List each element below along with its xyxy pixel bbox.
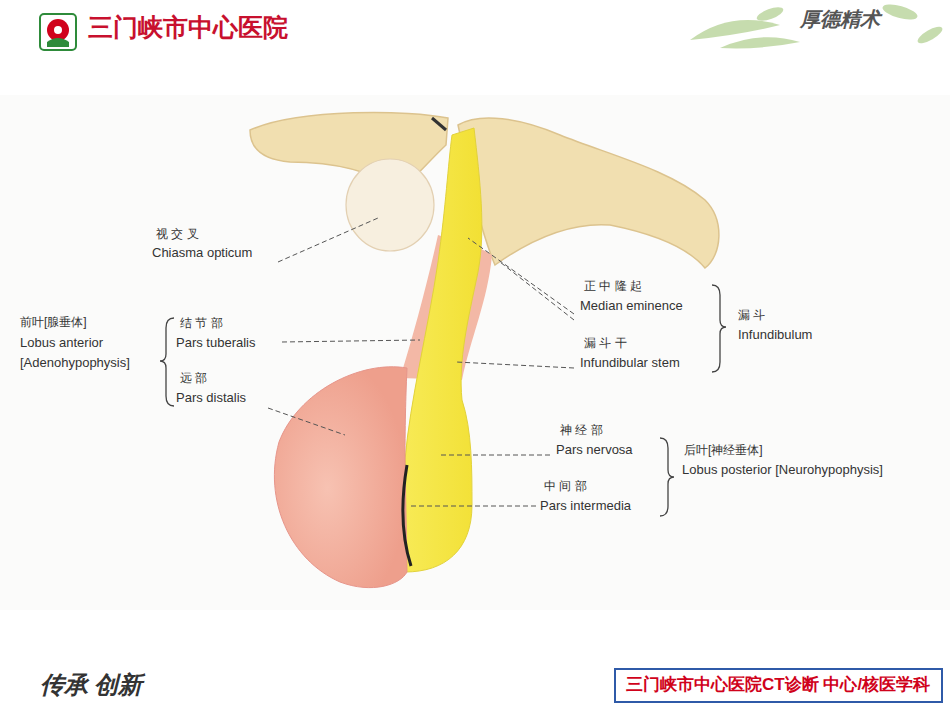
part-name: Pars tuberalis bbox=[176, 336, 255, 351]
part-name: Infundibular stem bbox=[580, 356, 680, 371]
figure-ground bbox=[0, 95, 950, 610]
part-name-cn: 正 中 隆 起 bbox=[584, 280, 642, 294]
hospital-logo bbox=[40, 14, 76, 50]
anterior-lobe bbox=[274, 367, 407, 588]
part-name-cn: 神 经 部 bbox=[560, 424, 603, 438]
part-name: Median eminence bbox=[580, 299, 683, 314]
group-name-cn: 前叶[腺垂体] bbox=[20, 316, 87, 330]
department-box: 三门峡市中心医院CT诊断 中心/核医学科 bbox=[614, 668, 943, 703]
neurohypophysis bbox=[405, 128, 482, 572]
part-name: Pars nervosa bbox=[556, 443, 633, 458]
part-name-cn: 远 部 bbox=[180, 372, 207, 386]
part-name: Pars intermedia bbox=[540, 499, 631, 514]
group-name-cn: 后叶[神经垂体] bbox=[684, 444, 763, 458]
slogan: 传承 创新 bbox=[40, 672, 142, 700]
motto: 厚德精术 bbox=[800, 8, 880, 31]
box-text: 三门峡市中心医院CT诊断 中心/核医学科 bbox=[626, 675, 931, 695]
leader-lines bbox=[268, 218, 574, 506]
part-name: Chiasma opticum bbox=[152, 246, 252, 261]
group-name: [Adenohypophysis] bbox=[20, 356, 130, 371]
group-name: Lobus anterior bbox=[20, 336, 103, 351]
part-name-cn: 视 交 叉 bbox=[156, 228, 199, 242]
optic-chiasm bbox=[346, 159, 434, 251]
part-name-cn: 中 间 部 bbox=[544, 480, 587, 494]
section-mark bbox=[432, 118, 446, 130]
group-name: Lobus posterior [Neurohypophysis] bbox=[682, 463, 883, 478]
part-name-cn: 结 节 部 bbox=[180, 317, 223, 331]
brace bbox=[160, 285, 726, 516]
brain-base bbox=[458, 118, 719, 268]
part-name-cn: 漏 斗 干 bbox=[584, 337, 627, 351]
pars-intermedia-line bbox=[403, 465, 411, 566]
group-name: Infundibulum bbox=[738, 328, 812, 343]
hospital-name: 三门峡市中心医院 bbox=[88, 14, 288, 43]
group-name-cn: 漏 斗 bbox=[738, 309, 765, 323]
leaf-decoration bbox=[690, 2, 945, 49]
part-name: Pars distalis bbox=[176, 391, 246, 406]
